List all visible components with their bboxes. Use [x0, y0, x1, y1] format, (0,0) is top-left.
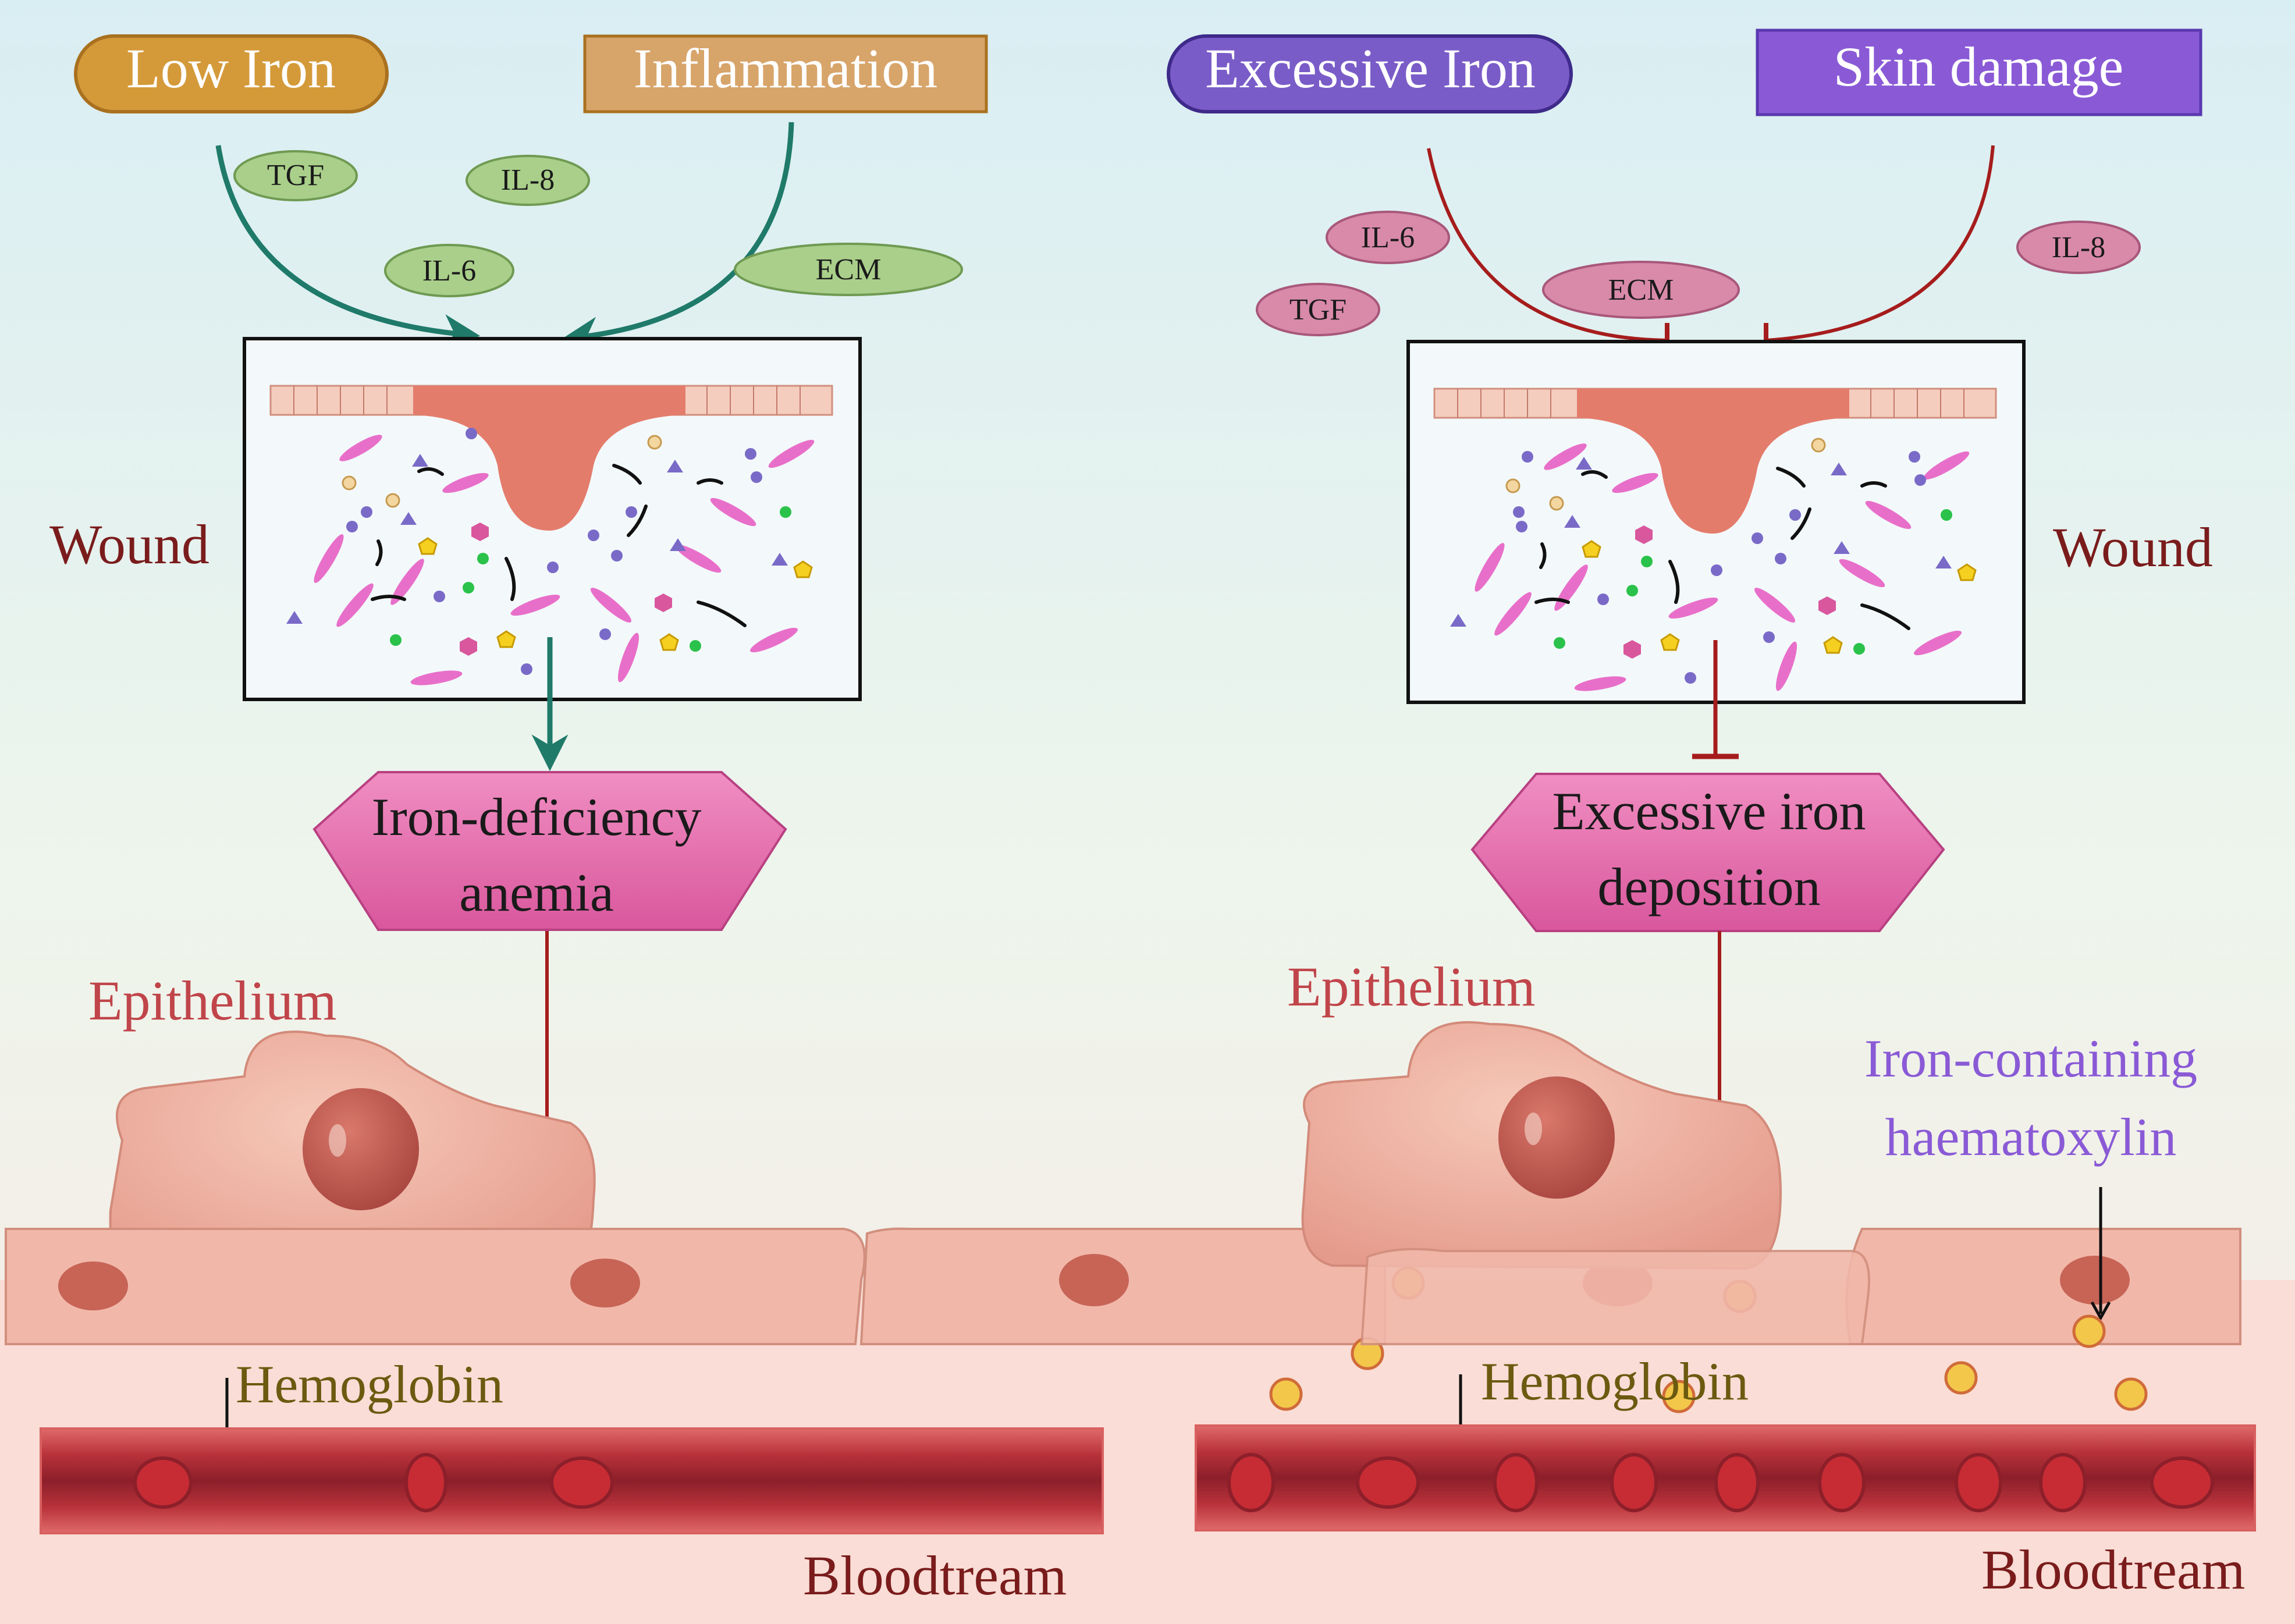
hemoglobin-label-left: Hemoglobin — [236, 1355, 503, 1414]
wound-label-right: Wound — [2053, 516, 2213, 578]
blood-vessel-right — [1195, 1424, 2256, 1531]
epithelial-cell-right — [1301, 1021, 1782, 1270]
excessive-iron-pill: Excessive Iron — [1167, 34, 1573, 113]
hemoglobin-label-right: Hemoglobin — [1481, 1352, 1749, 1411]
factor-ecm-right-text: ECM — [1608, 273, 1674, 307]
bloodstream-label-left: Bloodtream — [803, 1544, 1067, 1607]
skin-damage-text: Skin damage — [1834, 35, 2124, 98]
inflammation-text: Inflammation — [634, 37, 938, 99]
deposition-line2: deposition — [1597, 857, 1820, 916]
factor-tgf-right-text: TGF — [1289, 293, 1347, 326]
factor-ecm-left: ECM — [734, 243, 963, 296]
right-epithelial-base — [1360, 1248, 1870, 1345]
right-panel: Excessive Iron Skin damage IL-6 ECM TGF — [1167, 29, 2256, 1601]
factor-tgf-left: TGF — [233, 150, 358, 201]
factor-il6-left: IL-6 — [384, 244, 514, 297]
low-iron-text: Low Iron — [126, 37, 336, 99]
low-iron-pill: Low Iron — [74, 34, 389, 113]
deposition-line1: Excessive iron — [1552, 781, 1866, 841]
skin-damage-box: Skin damage — [1756, 29, 2202, 116]
inhibit-wound-to-deposition — [1692, 640, 1739, 759]
deposition-hexagon: Excessive iron deposition — [1470, 773, 1945, 932]
anemia-hexagon: Iron-deficiency anemia — [312, 771, 787, 931]
wound-box-left — [243, 337, 862, 701]
factor-ecm-right: ECM — [1542, 261, 1740, 319]
factor-il8-right-text: IL-8 — [2052, 231, 2105, 264]
epithelium-label-left: Epithelium — [88, 969, 337, 1032]
factor-il8-left-text: IL-8 — [501, 164, 555, 197]
iron-label-line2: haematoxylin — [1885, 1107, 2177, 1167]
factor-il8-left: IL-8 — [466, 155, 590, 206]
factor-tgf-left-text: TGF — [267, 159, 324, 192]
promote-arrow-low-iron — [215, 145, 481, 351]
wound-label-left: Wound — [49, 513, 209, 575]
factor-tgf-right: TGF — [1256, 283, 1380, 336]
iron-label-line1: Iron-containing — [1864, 1029, 2197, 1088]
factor-il6-right-text: IL-6 — [1361, 221, 1415, 254]
factor-il6-right: IL-6 — [1326, 211, 1450, 264]
epithelial-layer — [5, 1227, 2241, 1345]
bloodstream-label-right: Bloodtream — [1981, 1538, 2245, 1601]
epithelium-label-right: Epithelium — [1287, 955, 1536, 1018]
anemia-line1: Iron-deficiency — [371, 787, 701, 847]
iron-pointer — [2090, 1187, 2111, 1321]
factor-ecm-left-text: ECM — [816, 253, 882, 286]
anemia-line2: anemia — [459, 863, 614, 922]
left-panel: Low Iron Inflammation TGF IL-8 IL-6 ECM — [40, 34, 1104, 1607]
blood-vessel-left — [40, 1427, 1104, 1534]
inflammation-box: Inflammation — [583, 34, 988, 113]
factor-il6-left-text: IL-6 — [422, 254, 476, 287]
factor-il8-right: IL-8 — [2016, 221, 2141, 274]
excessive-iron-text: Excessive Iron — [1205, 37, 1536, 99]
